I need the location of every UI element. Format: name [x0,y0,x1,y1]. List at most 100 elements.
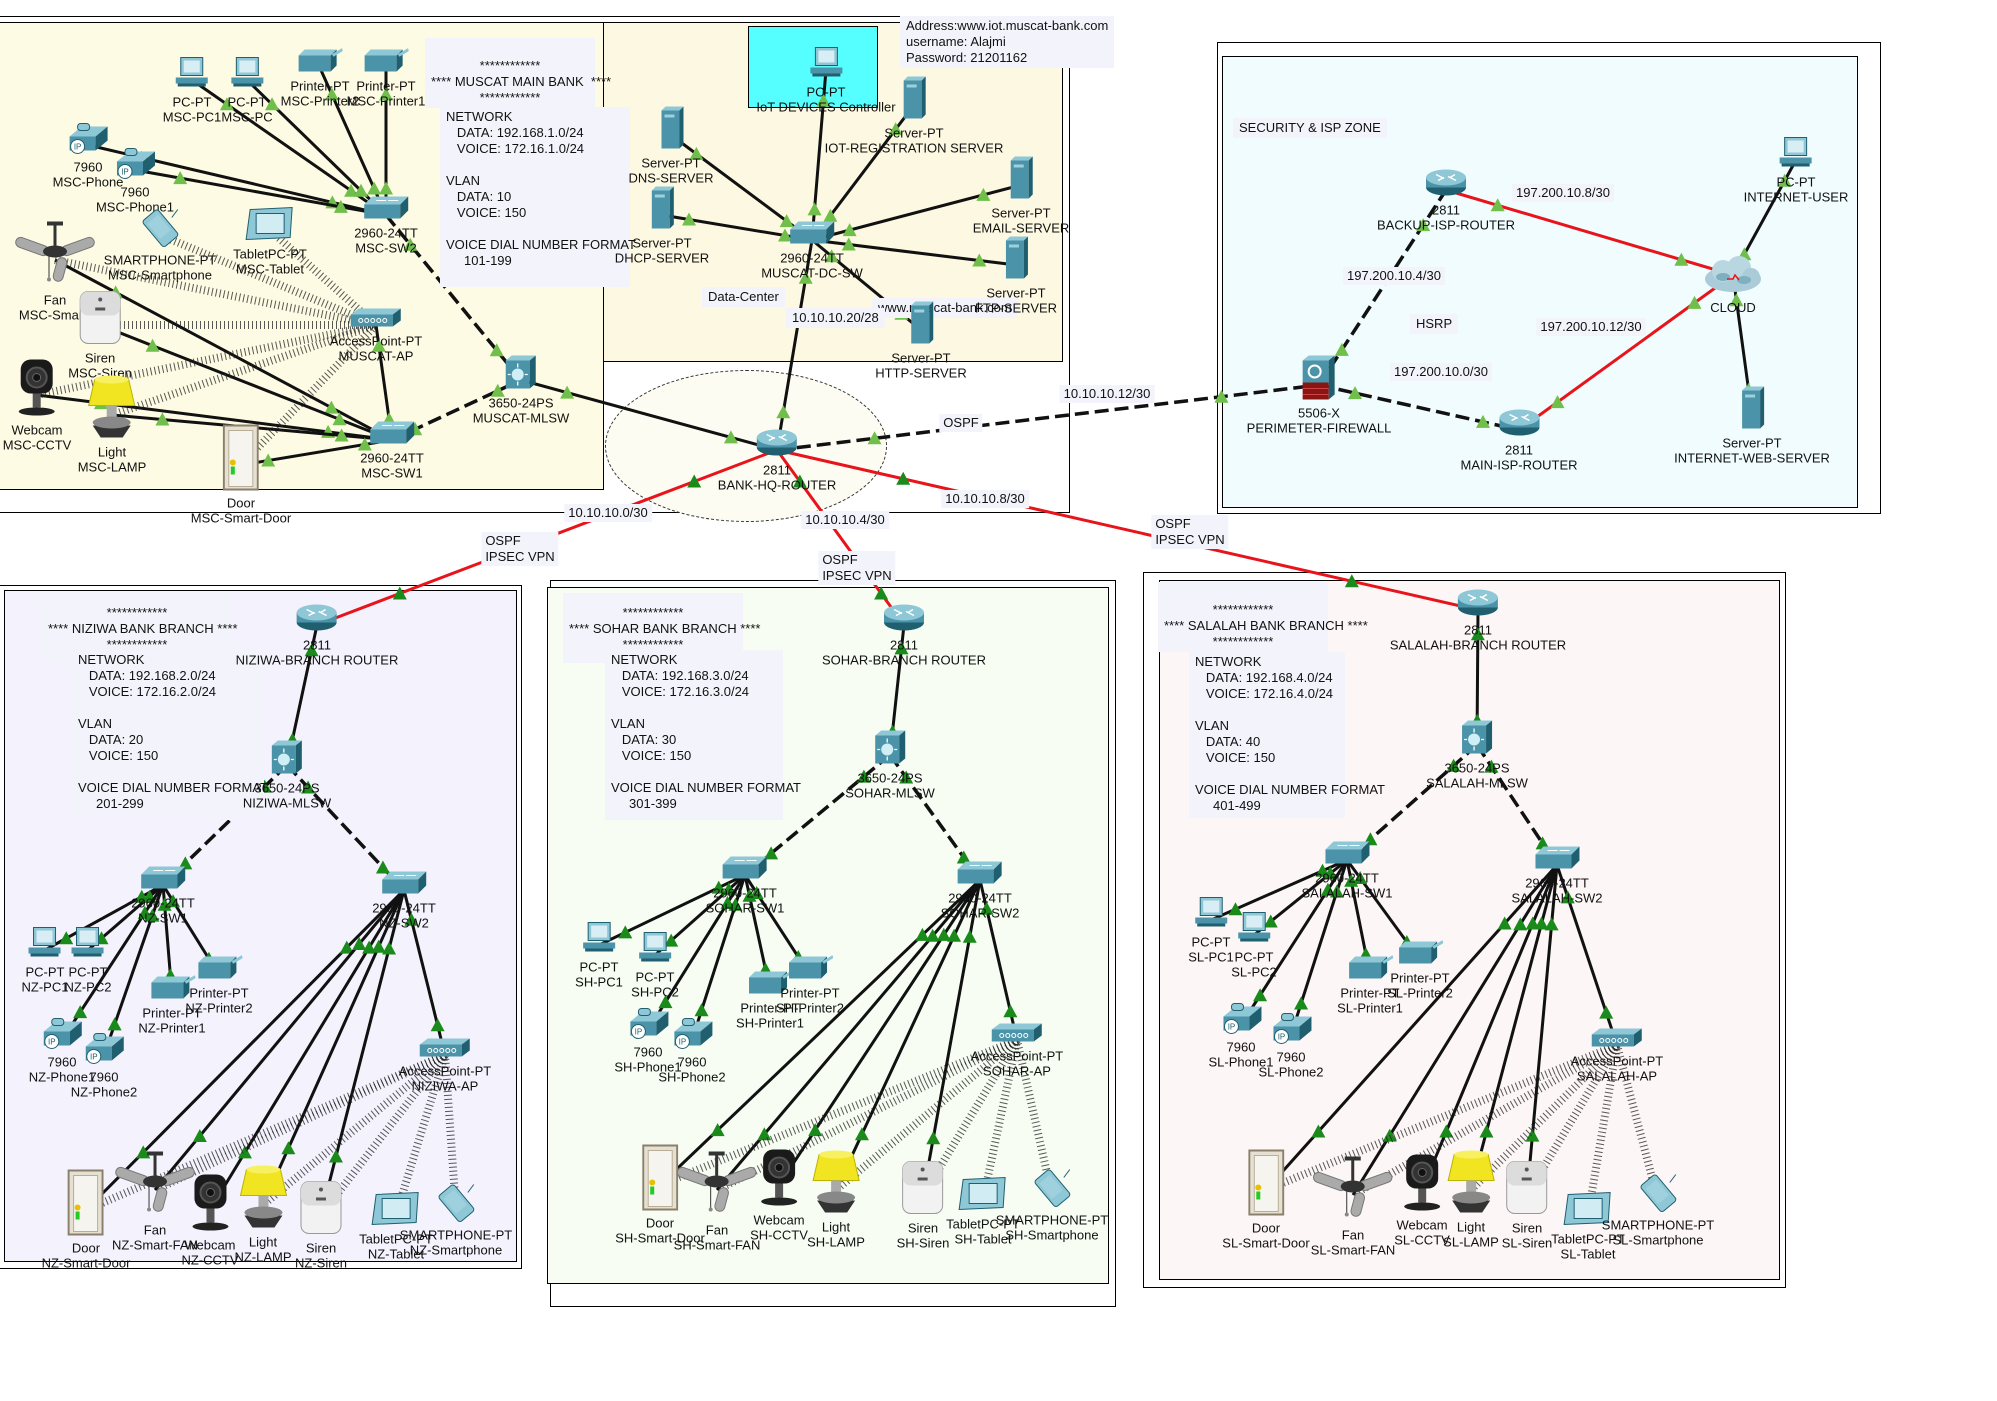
link-sh-sw2-sh-lamp[interactable] [834,879,982,1191]
link-sl-sw2-sl-siren[interactable] [1525,864,1559,1196]
link-sh-sw2-sh-ap[interactable] [978,879,1019,1041]
link-sl-sw2-sl-fan[interactable] [1351,864,1559,1196]
link-nz-sw1-nz-phone2[interactable] [102,884,165,1056]
link-sl-ap-sl-tablet[interactable] [1584,1044,1621,1216]
link-sl-sw1-sl-phone2[interactable] [1289,859,1349,1036]
link-nz-sw2-nz-lamp[interactable] [261,889,406,1206]
link-msc-smartphone-msc-ap[interactable] [158,231,378,329]
link-sl-sw1-sl-pc1[interactable] [1210,858,1348,922]
link-hq-sl-router[interactable] [776,448,1479,612]
link-sh-sw2-sh-fan[interactable] [715,879,982,1191]
link-sh-sw2-sh-siren[interactable] [921,879,982,1196]
link-main-isp-cloud[interactable] [1518,273,1734,432]
link-fw-backup-isp[interactable] [1317,189,1448,386]
link-sl-sw2-sl-door[interactable] [1264,863,1559,1192]
link-msc-pc1-msc-sw2[interactable] [191,78,387,217]
link-sh-sw1-sh-phone2[interactable] [690,874,747,1041]
link-nz-sw2-nz-siren[interactable] [319,889,406,1216]
link-msc-siren-msc-sw1[interactable] [99,323,393,442]
link-nz-sw2-nz-fan[interactable] [153,889,406,1191]
link-nz-sw1-nz-phone1[interactable] [60,884,165,1041]
link-nz-mlsw-nz-sw2[interactable] [285,763,406,892]
link-msc-printer1-msc-sw2[interactable] [379,68,393,215]
link-msc-cctv-msc-ap[interactable] [36,321,377,399]
link-sh-ap-sh-door[interactable] [658,1036,1019,1189]
link-sh-ap-sh-smartphone[interactable] [1013,1039,1056,1196]
link-dns-dc-sw[interactable] [670,133,813,242]
link-nz-sw2-nz-cctv[interactable] [208,889,406,1211]
link-backup-isp-cloud[interactable] [1445,188,1734,277]
link-dc-sw-hq[interactable] [775,239,814,451]
link-sl-sw2-sl-ap[interactable] [1555,864,1619,1046]
link-iot-ctrl-dc-sw[interactable] [807,69,831,241]
link-msc-door-msc-ap[interactable] [238,322,379,468]
link-ftp-dc-sw[interactable] [811,237,1017,267]
link-sl-ap-sl-door[interactable] [1264,1041,1619,1194]
link-sh-sw1-sh-pc2[interactable] [654,873,746,957]
link-sh-mlsw-sh-sw1[interactable] [743,753,892,877]
link-nz-ap-nz-siren[interactable] [317,1052,449,1218]
